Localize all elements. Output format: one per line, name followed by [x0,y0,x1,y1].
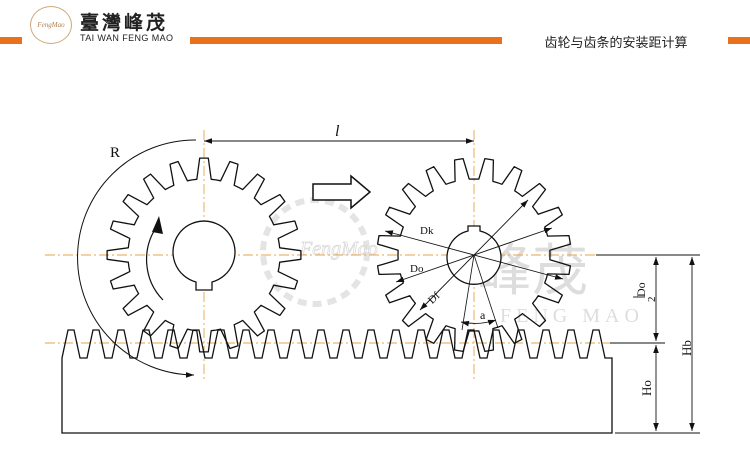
watermark-brand-english: FENG MAO [500,305,644,327]
header: FengMao 臺灣峰茂 TAI WAN FENG MAO 齿轮与齿条的安装距计… [0,0,750,52]
logo-text: FengMao [37,21,65,29]
rotation-arc-R [77,139,197,378]
label-Do-half-numerator: Do [634,282,648,297]
label-Ho: Ho [639,380,654,396]
label-Hb: Hb [679,340,694,356]
angle-line-left [461,254,475,331]
header-bar-middle [190,37,502,44]
label-Dk: Dk [420,225,434,237]
height-dimensions [596,254,700,434]
brand-name-english: TAI WAN FENG MAO [80,33,174,43]
left-gear-bore [172,220,236,291]
label-R: R [110,145,120,161]
gear-rack [61,329,613,434]
angle-arc-a [460,319,497,327]
left-gear [106,157,302,353]
label-Do: Do [410,263,424,275]
watermark-logo-text: FengMao [299,238,378,260]
angle-line-right [473,254,499,329]
page-title: 齿轮与齿条的安装距计算 [544,35,688,50]
brand-name-chinese: 臺灣峰茂 [80,12,169,34]
rotation-arrow-inner [145,224,164,301]
gear-left-teeth [106,157,302,353]
label-Do-half-denominator: 2 [646,297,658,303]
brand-logo: FengMao [30,6,72,44]
label-Df: Df [426,290,443,307]
label-l: l [335,123,340,140]
label-a: a [480,308,486,322]
header-bar-left [0,37,22,44]
movement-direction-arrow [312,174,372,210]
header-bar-right [728,37,750,44]
rotation-arrowhead [152,216,163,234]
